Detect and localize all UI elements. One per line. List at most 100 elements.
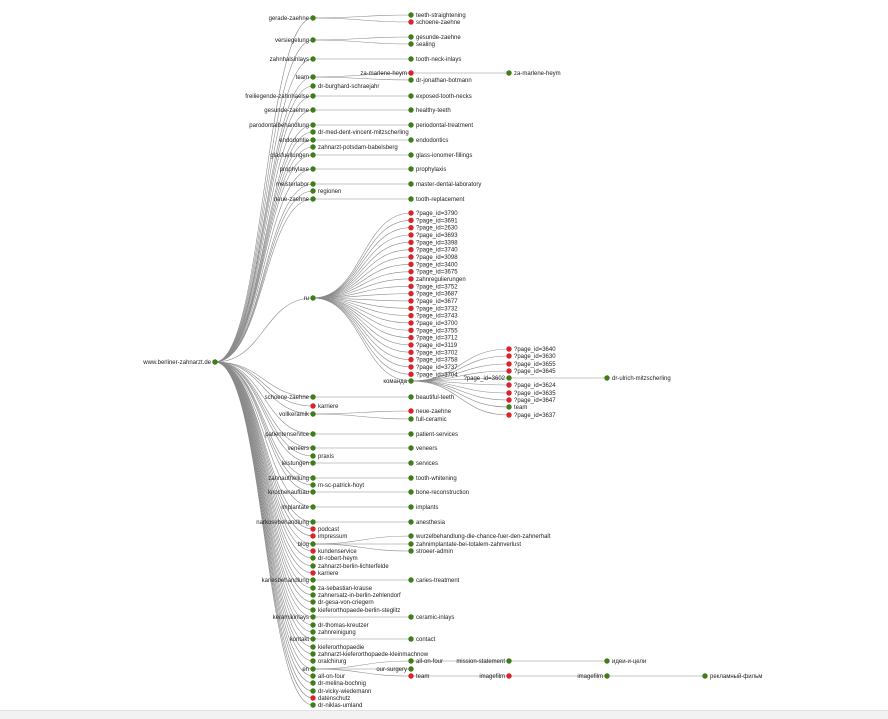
page-node[interactable]: ?page_id=3637 — [506, 412, 556, 419]
level1-node[interactable]: dr-burghard-schraejahr — [310, 83, 379, 90]
node-marker-error[interactable] — [408, 334, 414, 341]
level1-node[interactable]: all-on-four — [310, 673, 345, 680]
level1-node[interactable]: zahnarzt-kieferorthopaede-kleinmachnow — [310, 651, 429, 658]
level1-node[interactable]: kieferorthopaede-berlin-steglitz — [310, 607, 400, 614]
level1-node[interactable]: prophylaxe — [280, 166, 316, 173]
level1-node[interactable]: karriere — [310, 570, 339, 577]
node-marker-ok[interactable] — [310, 688, 316, 694]
node-marker-error[interactable] — [408, 349, 414, 355]
level1-node[interactable]: datenschutz — [310, 695, 350, 702]
node-marker-ok[interactable] — [408, 152, 414, 158]
level1-node[interactable]: praxis — [310, 453, 334, 460]
level1-node[interactable]: en — [302, 666, 316, 673]
level1-node[interactable]: dr-gesa-von-criegern — [310, 599, 374, 606]
level1-node[interactable]: zahnarzt-berlin-lichterfelde — [310, 563, 389, 570]
node-marker-ok[interactable] — [310, 489, 316, 495]
level1-node[interactable]: zahnersatz-in-berlin-zehlendorf — [310, 592, 401, 599]
node-marker-error[interactable] — [310, 695, 316, 701]
node-marker-ok[interactable] — [310, 658, 316, 664]
node-marker-error[interactable] — [408, 342, 414, 348]
node-marker-ok[interactable] — [408, 519, 414, 525]
node-marker-ok[interactable] — [408, 666, 414, 672]
level1-node[interactable]: vollkeramik — [279, 411, 316, 418]
node-marker-ok[interactable] — [310, 644, 316, 650]
node-marker-error[interactable] — [408, 364, 414, 370]
node-marker-error[interactable] — [408, 268, 414, 275]
tree-node[interactable]: veneers — [408, 445, 437, 452]
node-marker-error[interactable] — [408, 70, 414, 76]
node-marker-error[interactable] — [408, 371, 414, 377]
node-marker-error[interactable] — [506, 361, 512, 367]
level4-node[interactable]: идеи-и-цели — [604, 658, 646, 665]
node-marker-error[interactable] — [506, 390, 512, 396]
level1-node[interactable]: dr-robert-heym — [310, 555, 358, 562]
tree-node[interactable]: zahnimplantate-bei-totalem-zahnverlust — [408, 541, 521, 548]
node-marker-ok[interactable] — [408, 475, 414, 481]
tree-node[interactable]: gesunde-zaehne — [408, 34, 461, 41]
node-marker-ok[interactable] — [310, 599, 316, 605]
node-marker-ok[interactable] — [310, 56, 316, 62]
node-marker-error[interactable] — [408, 408, 414, 414]
level1-node[interactable]: zahnaufhellung — [268, 475, 316, 482]
node-marker-error[interactable] — [506, 368, 512, 374]
tree-node[interactable]: stroeer-admin — [408, 548, 453, 555]
level1-node[interactable]: parodontalbehandlung — [249, 122, 316, 129]
page-node[interactable]: ?page_id=3693 — [408, 232, 458, 239]
node-marker-ok[interactable] — [408, 614, 414, 620]
node-marker-ok[interactable] — [310, 144, 316, 150]
tree-node[interactable]: sealing — [408, 41, 435, 48]
node-marker-ok[interactable] — [310, 295, 316, 301]
kommanda-node[interactable]: команда — [383, 378, 414, 385]
page-node[interactable]: ?page_id=3677 — [408, 298, 458, 305]
node-marker-ok[interactable] — [310, 453, 316, 459]
node-marker-error[interactable] — [408, 210, 414, 216]
node-marker-error[interactable] — [506, 382, 512, 388]
tree-node[interactable]: services — [408, 460, 438, 467]
node-marker-ok[interactable] — [310, 475, 316, 481]
tree-node[interactable]: exposed-tooth-necks — [408, 93, 472, 100]
node-marker-ok[interactable] — [408, 107, 414, 113]
node-marker-ok[interactable] — [506, 404, 512, 410]
node-marker-ok[interactable] — [604, 658, 610, 664]
node-marker-error[interactable] — [408, 19, 414, 25]
node-marker-ok[interactable] — [310, 680, 316, 686]
node-marker-ok[interactable] — [604, 673, 610, 679]
page-node[interactable]: ?page_id=3624 — [506, 382, 556, 389]
level1-node[interactable]: impressum — [310, 533, 347, 540]
page-node[interactable]: ?page_id=3098 — [408, 254, 458, 261]
page-node[interactable]: ?page_id=3712 — [408, 334, 458, 342]
page-node[interactable]: ?page_id=3732 — [408, 305, 458, 313]
level1-node[interactable]: za-sebastian-krause — [310, 585, 373, 592]
level1-node[interactable]: versiegelung — [275, 37, 316, 44]
level3-node[interactable]: imagefilm — [479, 673, 512, 680]
node-marker-error[interactable] — [408, 232, 414, 238]
tree-node[interactable]: glass-ionomer-fillings — [408, 152, 472, 159]
node-marker-ok[interactable] — [310, 188, 316, 194]
level1-node[interactable]: freiliegende-zahnhaelse — [245, 93, 316, 100]
node-marker-ok[interactable] — [310, 460, 316, 466]
page-node[interactable]: ?page_id=3655 — [506, 361, 556, 368]
node-marker-ok[interactable] — [310, 93, 316, 99]
page-node[interactable]: ?page_id=3645 — [506, 368, 556, 375]
node-marker-ok[interactable] — [408, 541, 414, 547]
level1-node[interactable]: leistungen — [282, 460, 316, 467]
level1-node[interactable]: karriere — [310, 403, 339, 410]
node-marker-ok[interactable] — [310, 166, 316, 172]
level1-node[interactable]: dr-med-dent-vincent-mitzscherling — [310, 129, 409, 136]
node-marker-error[interactable] — [408, 261, 414, 268]
level2-node[interactable]: za-marlene-heym — [360, 70, 414, 77]
level2-node[interactable]: our-surgery — [376, 666, 414, 673]
node-marker-ok[interactable] — [310, 196, 316, 202]
level1-node[interactable]: regionen — [310, 188, 341, 195]
node-marker-ok[interactable] — [310, 651, 316, 657]
level1-node[interactable]: blog — [298, 541, 316, 548]
level1-node[interactable]: oralchirurg — [310, 658, 346, 665]
tree-node[interactable]: endodontics — [408, 137, 448, 144]
tree-node[interactable]: beautiful-teeth — [408, 394, 454, 401]
level1-node[interactable]: neue-zaehne — [274, 196, 316, 203]
node-marker-ok[interactable] — [310, 137, 316, 143]
node-marker-ok[interactable] — [408, 636, 414, 642]
level1-node[interactable]: patientenservice — [265, 431, 316, 438]
tree-node[interactable]: tooth-replacement — [408, 196, 465, 203]
tree-node[interactable]: contact — [408, 636, 436, 643]
